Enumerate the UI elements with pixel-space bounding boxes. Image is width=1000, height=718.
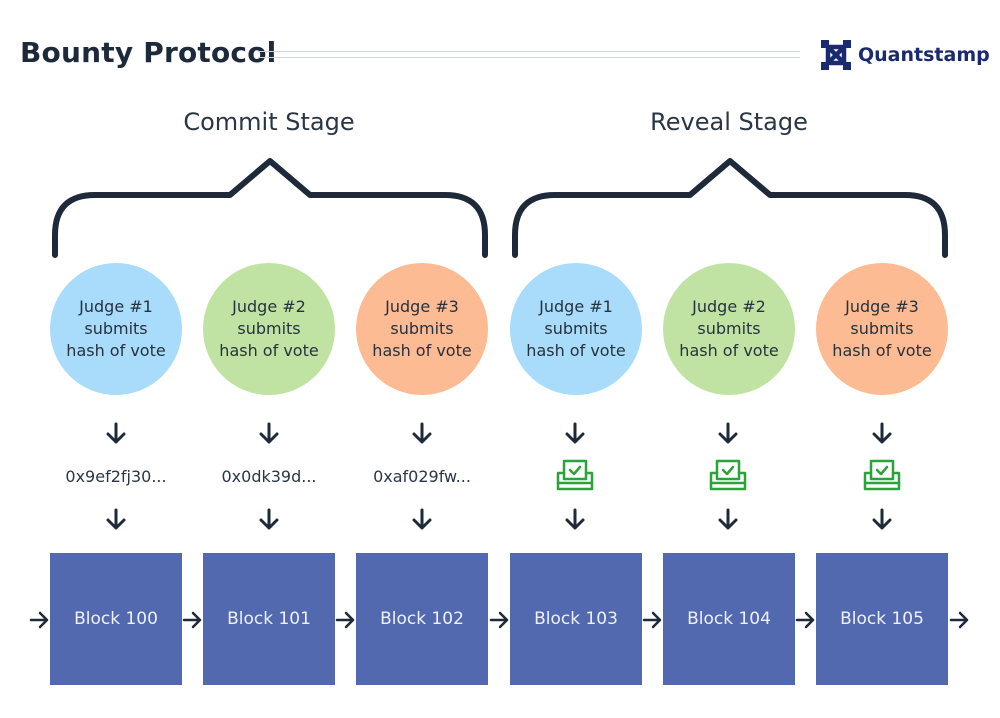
judge-3-reveal-circle: Judge #3 submits hash of vote (816, 263, 948, 395)
right-arrow-icon (489, 611, 509, 629)
block-104: Block 104 (663, 553, 795, 685)
ballot-box-check-icon (709, 459, 747, 491)
block-102: Block 102 (356, 553, 488, 685)
block-105: Block 105 (816, 553, 948, 685)
block-label: Block 101 (227, 609, 311, 629)
down-arrow-icon (259, 422, 279, 444)
vote-hash-2: 0x0dk39d... (221, 467, 317, 486)
page-title: Bounty Protocol (20, 36, 277, 69)
down-arrow-icon (412, 422, 432, 444)
vote-hash-1: 0x9ef2fj30... (65, 467, 167, 486)
down-arrow-icon (872, 422, 892, 444)
down-arrow-icon (259, 508, 279, 530)
block-label: Block 100 (74, 609, 158, 629)
reveal-stage-bracket (512, 158, 948, 258)
block-103: Block 103 (510, 553, 642, 685)
judge-2-commit-circle: Judge #2 submits hash of vote (203, 263, 335, 395)
judge-label: Judge #1 submits hash of vote (66, 297, 166, 360)
ballot-box-check-icon (556, 459, 594, 491)
down-arrow-icon (718, 508, 738, 530)
commit-stage-label: Commit Stage (183, 108, 355, 136)
judge-label: Judge #2 submits hash of vote (219, 297, 319, 360)
brand: Quantstamp (820, 38, 990, 72)
block-label: Block 105 (840, 609, 924, 629)
judge-label: Judge #1 submits hash of vote (526, 297, 626, 360)
vote-hash-3: 0xaf029fw... (373, 467, 471, 486)
reveal-stage-label: Reveal Stage (650, 108, 808, 136)
judge-label: Judge #3 submits hash of vote (372, 297, 472, 360)
judge-label: Judge #2 submits hash of vote (679, 297, 779, 360)
block-101: Block 101 (203, 553, 335, 685)
down-arrow-icon (565, 508, 585, 530)
down-arrow-icon (106, 508, 126, 530)
down-arrow-icon (565, 422, 585, 444)
ballot-box-check-icon (863, 459, 901, 491)
right-arrow-icon (29, 611, 49, 629)
right-arrow-icon (182, 611, 202, 629)
title-divider (258, 51, 800, 58)
judge-1-commit-circle: Judge #1 submits hash of vote (50, 263, 182, 395)
right-arrow-icon (795, 611, 815, 629)
right-arrow-icon (949, 611, 969, 629)
block-100: Block 100 (50, 553, 182, 685)
commit-stage-bracket (52, 158, 488, 258)
right-arrow-icon (335, 611, 355, 629)
down-arrow-icon (718, 422, 738, 444)
judge-2-reveal-circle: Judge #2 submits hash of vote (663, 263, 795, 395)
brand-name: Quantstamp (858, 44, 990, 66)
block-label: Block 103 (534, 609, 618, 629)
down-arrow-icon (106, 422, 126, 444)
block-label: Block 104 (687, 609, 771, 629)
down-arrow-icon (412, 508, 432, 530)
down-arrow-icon (872, 508, 892, 530)
judge-label: Judge #3 submits hash of vote (832, 297, 932, 360)
judge-3-commit-circle: Judge #3 submits hash of vote (356, 263, 488, 395)
block-label: Block 102 (380, 609, 464, 629)
judge-1-reveal-circle: Judge #1 submits hash of vote (510, 263, 642, 395)
quantstamp-logo-icon (821, 40, 851, 70)
right-arrow-icon (642, 611, 662, 629)
